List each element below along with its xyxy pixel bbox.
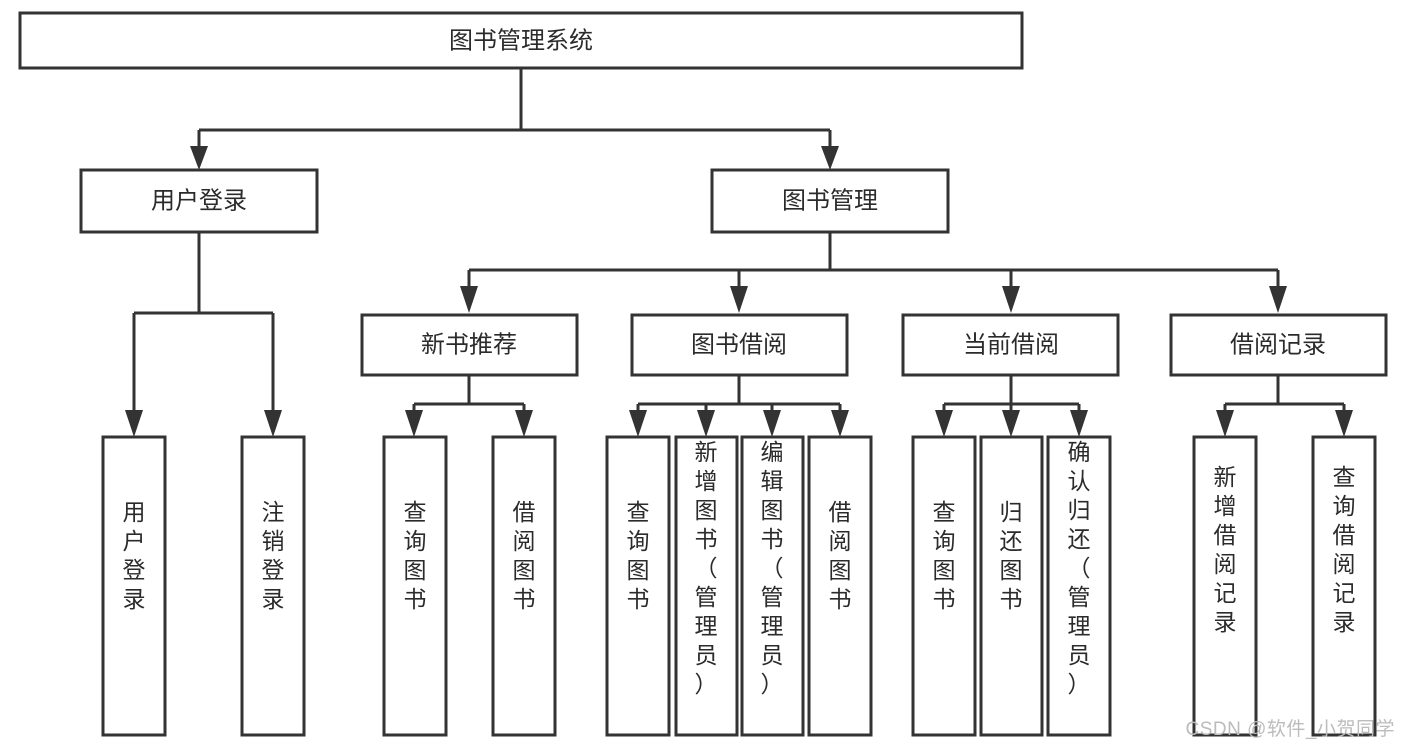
leaf-edit-book-admin-box[interactable] [740,435,805,737]
leaf-query-book-1-box[interactable] [382,435,448,737]
arrow-head-current-borrow [1002,286,1020,313]
arrow-head-leaf-borrow-book-1 [515,410,533,437]
leaf-confirm-return-admin-label: 确认归还（管理员） [1068,439,1091,697]
leaf-node-query-borrow-record[interactable]: 查询借阅记录 [1311,435,1377,737]
leaf-query-book-3-box[interactable] [911,435,977,737]
arrow-head-leaf-query-borrow-record [1335,410,1353,437]
arrow-head-leaf-logout-login [264,410,282,437]
leaf-return-book-box[interactable] [979,435,1044,737]
leaf-node-user-login[interactable]: 用户登录 [101,435,167,737]
node-book-borrow[interactable]: 图书借阅 [630,313,849,377]
user-login-label: 用户登录 [151,187,247,214]
leaf-query-book-2-box[interactable] [605,435,671,737]
leaf-borrow-book-1-box[interactable] [491,435,557,737]
connector-layer [125,68,1353,437]
arrow-head-user-login [190,146,208,170]
arrow-head-leaf-confirm-return-admin [1070,410,1088,437]
leaf-user-login-box[interactable] [101,435,167,737]
node-new-book-recommend[interactable]: 新书推荐 [360,313,579,377]
leaf-user-login-label: 用户登录 [123,499,146,612]
root-box[interactable] [18,11,1024,70]
leaf-node-add-borrow-record[interactable]: 新增借阅记录 [1192,435,1258,737]
borrow-record-box[interactable] [1169,313,1388,377]
leaf-query-book-2-label: 查询图书 [627,499,650,612]
leaf-logout-login-box[interactable] [240,435,306,737]
arrow-head-leaf-query-book-3 [935,410,953,437]
arrow-head-borrow-record [1269,286,1287,313]
arrow-head-leaf-borrow-book-2 [831,410,849,437]
leaf-return-book-label: 归还图书 [1000,499,1023,612]
leaf-logout-login-label: 注销登录 [262,499,285,612]
leaf-confirm-return-admin-box[interactable] [1046,435,1112,737]
node-root-library-management-system[interactable]: 图书管理系统 [18,11,1024,70]
leaf-query-borrow-record-box[interactable] [1311,435,1377,737]
book-management-box[interactable] [710,168,950,234]
leaf-node-query-book-1[interactable]: 查询图书 [382,435,448,737]
current-borrow-label: 当前借阅 [963,331,1059,358]
leaf-add-borrow-record-box[interactable] [1192,435,1258,737]
arrow-head-leaf-return-book [1002,410,1020,437]
leaf-query-borrow-record-label: 查询借阅记录 [1333,464,1356,635]
borrow-record-label: 借阅记录 [1230,331,1326,358]
arrow-head-leaf-query-book-1 [405,410,423,437]
new-book-recommend-box[interactable] [360,313,579,377]
arrow-head-new-book-recommend [460,286,478,313]
leaf-borrow-book-1-label: 借阅图书 [513,499,536,612]
leaf-node-confirm-return-admin[interactable]: 确认归还（管理员） [1046,435,1112,737]
node-user-login[interactable]: 用户登录 [79,168,319,234]
arrow-head-book-borrow [730,286,748,313]
new-book-recommend-label: 新书推荐 [421,331,517,358]
leaf-add-borrow-record-label: 新增借阅记录 [1214,464,1237,635]
leaf-node-add-book-admin[interactable]: 新增图书（管理员） [674,435,739,737]
leaf-borrow-book-2-label: 借阅图书 [829,499,852,612]
leaf-add-book-admin-box[interactable] [674,435,739,737]
leaf-node-borrow-book-2[interactable]: 借阅图书 [807,435,873,737]
leaf-borrow-book-2-box[interactable] [807,435,873,737]
node-borrow-record[interactable]: 借阅记录 [1169,313,1388,377]
node-book-management[interactable]: 图书管理 [710,168,950,234]
leaf-node-borrow-book-1[interactable]: 借阅图书 [491,435,557,737]
leaf-node-logout-login[interactable]: 注销登录 [240,435,306,737]
arrow-head-book-management [821,146,839,170]
leaf-query-book-1-label: 查询图书 [404,499,427,612]
leaf-node-query-book-3[interactable]: 查询图书 [911,435,977,737]
arrow-head-leaf-user-login [125,410,143,437]
leaf-edit-book-admin-label: 编辑图书（管理员） [761,439,784,697]
arrow-head-leaf-add-borrow-record [1216,410,1234,437]
leaf-node-query-book-2[interactable]: 查询图书 [605,435,671,737]
leaf-node-edit-book-admin[interactable]: 编辑图书（管理员） [740,435,805,737]
csdn-watermark: CSDN @软件_小贺同学 [1185,719,1395,740]
leaf-node-return-book[interactable]: 归还图书 [979,435,1044,737]
leaf-query-book-3-label: 查询图书 [933,499,956,612]
book-borrow-label: 图书借阅 [691,331,787,358]
user-login-box[interactable] [79,168,319,234]
arrow-head-leaf-add-book-admin [697,410,715,437]
root-label: 图书管理系统 [449,27,593,54]
arrow-head-leaf-edit-book-admin [763,410,781,437]
arrow-head-leaf-query-book-2 [629,410,647,437]
node-current-borrow[interactable]: 当前借阅 [901,313,1120,377]
current-borrow-box[interactable] [901,313,1120,377]
leaf-add-book-admin-label: 新增图书（管理员） [695,439,718,697]
book-borrow-box[interactable] [630,313,849,377]
book-management-label: 图书管理 [782,187,878,214]
